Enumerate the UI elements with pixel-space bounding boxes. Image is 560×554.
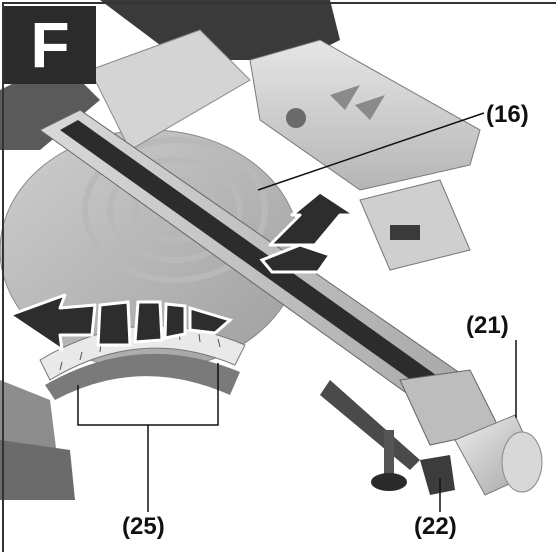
rotate-arrow-segment-2 (133, 300, 164, 344)
lever-rod (320, 380, 420, 470)
adjusting-wheel (371, 473, 407, 491)
rotate-arrow-segment-3 (163, 302, 187, 340)
rail-slot (60, 120, 450, 395)
spring-screw (384, 430, 394, 475)
callout-22: (22) (414, 513, 457, 540)
leader-line-16 (257, 112, 485, 191)
rotate-arrow-segment-1 (96, 300, 132, 347)
move-back-arrow-icon (268, 190, 357, 247)
locking-lever (420, 455, 455, 495)
fence-arrow-mark-2 (355, 95, 385, 120)
left-fence (89, 29, 251, 151)
detent-rail (45, 353, 240, 400)
panel-label-badge: F (4, 6, 96, 84)
rotate-arrow-icon (8, 293, 97, 352)
callout-21: (21) (466, 312, 509, 339)
move-back-arrow-tail-icon (259, 243, 333, 274)
rotate-arrow-segment-4 (188, 305, 234, 335)
panel-label: F (30, 9, 70, 81)
clamp-knob-face (501, 431, 543, 493)
left-base-foot (0, 440, 75, 500)
callout-16: (16) (486, 101, 529, 128)
fence-arrow-mark-1 (330, 85, 360, 110)
right-clamp-handle (390, 225, 420, 240)
callout-25: (25) (122, 513, 165, 540)
fence-knob (286, 108, 306, 128)
